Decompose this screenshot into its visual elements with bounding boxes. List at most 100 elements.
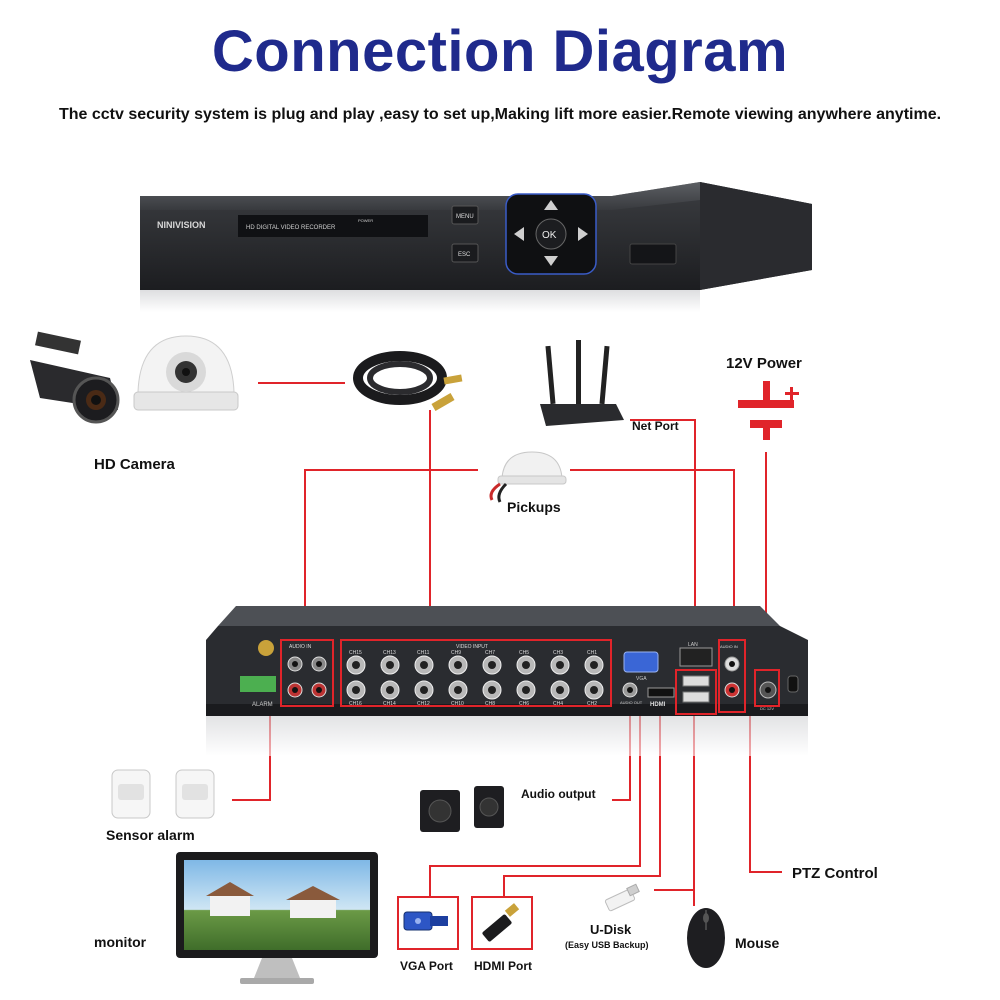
router-image [540, 340, 624, 426]
dvr-power-text: POWER [358, 218, 373, 223]
page-subtitle: The cctv security system is plug and pla… [58, 106, 942, 123]
dvr-model-text: HD DIGITAL VIDEO RECORDER [246, 225, 336, 231]
vga-port-text: VGA [636, 676, 647, 682]
usb-drive-icon [604, 883, 640, 912]
left-arrow-icon[interactable] [514, 227, 524, 241]
channel-label: CH7 [485, 650, 495, 656]
video-input-label: VIDEO INPUT [456, 644, 488, 650]
bnc-port-center [522, 686, 530, 694]
channel-label: CH16 [349, 701, 362, 707]
bnc-port-center [522, 661, 530, 669]
esc-button-label: ESC [458, 252, 471, 258]
bnc-port-center [386, 661, 394, 669]
audio-in-right-highlight [718, 639, 746, 713]
lan-port-connector [679, 647, 713, 667]
mouse-icon [687, 908, 725, 968]
bnc-port-center [352, 686, 360, 694]
udisk-sublabel: (Easy USB Backup) [565, 940, 649, 950]
channel-label: CH15 [349, 650, 362, 656]
ground-screw-icon [258, 640, 274, 656]
channel-label: CH10 [451, 701, 464, 707]
wire-ptz-rs485 [749, 712, 782, 873]
bnc-port-center [454, 661, 462, 669]
bnc-port-center [590, 686, 598, 694]
pickup-microphone-image [489, 451, 567, 503]
bnc-port-center [590, 661, 598, 669]
down-arrow-icon[interactable] [544, 256, 558, 266]
wire-pickup-to-audio-in-left [304, 469, 478, 640]
monitor-label: monitor [94, 934, 147, 950]
bnc-port-center [352, 661, 360, 669]
usb-port-cover [629, 243, 677, 265]
hdmi-port-label: HDMI Port [474, 959, 532, 973]
alarm-port-label: ALARM [252, 702, 273, 708]
ok-button-label: OK [542, 230, 557, 241]
bnc-port-center [420, 686, 428, 694]
dc-port-text: DC 12V [760, 706, 774, 711]
dvr-front-device: NINIVISION HD DIGITAL VIDEO RECORDER POW… [140, 182, 812, 312]
lan-port-text: LAN [688, 642, 698, 648]
net-port-label: Net Port [632, 419, 679, 433]
hdmi-port-connector [647, 687, 675, 698]
audio-in-left-jacks [287, 656, 327, 698]
right-arrow-icon[interactable] [578, 227, 588, 241]
ptz-control-label: PTZ Control [792, 865, 878, 882]
vga-port-connector [623, 651, 659, 673]
channel-label: CH2 [587, 701, 597, 707]
sensor-alarm-image [111, 769, 215, 819]
audio-out-text: AUDIO OUT [620, 700, 643, 705]
menu-button[interactable] [451, 205, 479, 225]
channel-label: CH13 [383, 650, 396, 656]
hdmi-plug-icon [482, 903, 520, 942]
channel-label: CH6 [519, 701, 529, 707]
channel-label: CH1 [587, 650, 597, 656]
usb-port-2 [682, 691, 710, 703]
alarm-terminal-block [240, 676, 276, 692]
up-arrow-icon[interactable] [544, 200, 558, 210]
hd-camera-image [30, 331, 239, 424]
hd-camera-label: HD Camera [94, 456, 176, 473]
vga-port-label: VGA Port [400, 959, 453, 973]
page-title: Connection Diagram [211, 19, 789, 84]
channel-label: CH12 [417, 701, 430, 707]
power-label: 12V Power [726, 355, 802, 372]
ok-button[interactable] [535, 218, 567, 250]
dvr-back-device [206, 606, 808, 756]
bnc-port-center [488, 686, 496, 694]
usb-port-1 [682, 675, 710, 687]
bnc-port-center [454, 686, 462, 694]
pickups-label: Pickups [507, 499, 561, 515]
sensor-alarm-label: Sensor alarm [106, 827, 195, 843]
channel-label: CH3 [553, 650, 563, 656]
hdmi-port-text: HDMI [650, 702, 666, 708]
audio-in-left-label: AUDIO IN [289, 644, 312, 650]
mouse-label: Mouse [735, 935, 780, 951]
vga-plug-icon [403, 911, 448, 931]
power-switch [787, 675, 799, 693]
bnc-port-center [420, 661, 428, 669]
udisk-label: U-Disk [590, 922, 632, 937]
usb-highlight [675, 669, 717, 715]
wire-vga-to-vga-port [429, 662, 641, 896]
video-input-highlight [340, 639, 612, 707]
channel-label: CH11 [417, 650, 430, 656]
esc-button[interactable] [451, 243, 479, 263]
wire-pickup-to-audio-in-right [570, 469, 735, 640]
wire-router-to-lan [630, 419, 696, 650]
channel-label: CH14 [383, 701, 396, 707]
channel-label: CH8 [485, 701, 495, 707]
bnc-cable-coil [353, 351, 463, 411]
bnc-port-center [556, 661, 564, 669]
bnc-port-center [488, 661, 496, 669]
monitor-image [176, 852, 378, 984]
wire-hdmi-to-hdmi-port [503, 712, 661, 896]
channel-label: CH4 [553, 701, 563, 707]
menu-button-label: MENU [456, 214, 474, 220]
dc-highlight [754, 669, 780, 707]
audio-in-right-label: AUDIO IN [720, 644, 738, 649]
power-symbol-icon [738, 381, 799, 440]
dvr-brand: NINIVISION [157, 220, 206, 230]
speaker-image [420, 786, 504, 832]
